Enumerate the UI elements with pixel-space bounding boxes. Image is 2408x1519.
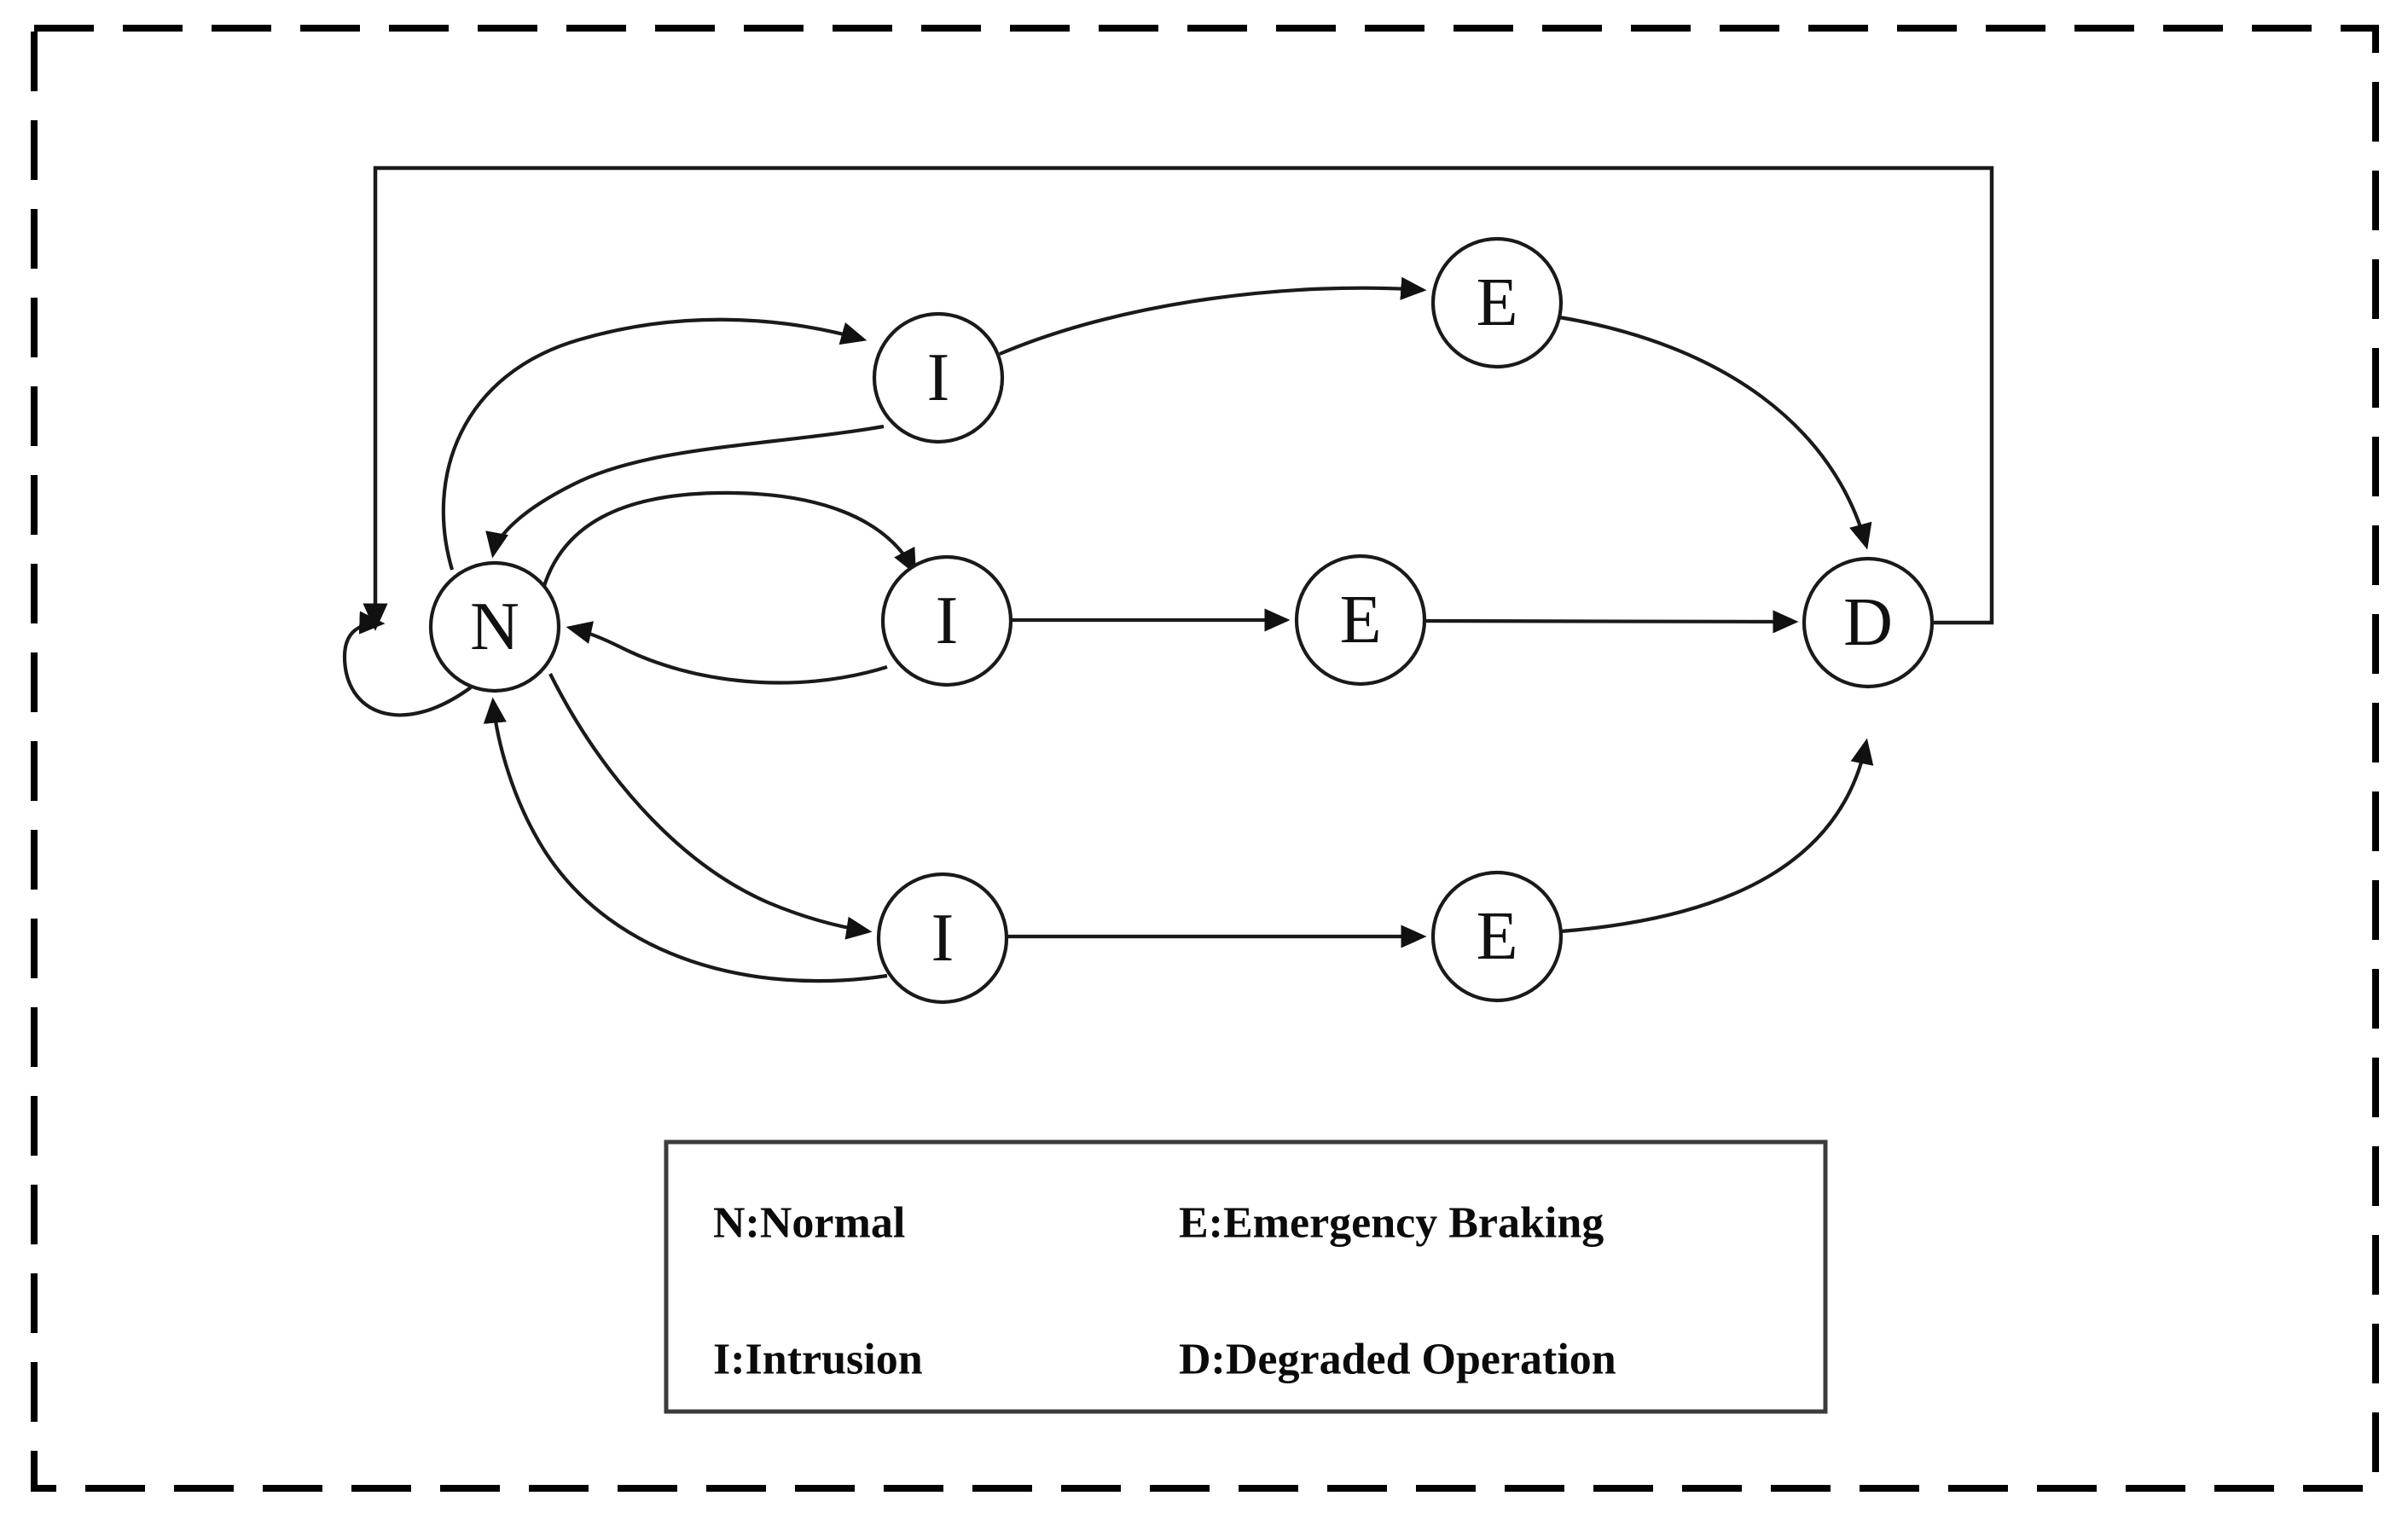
node-d-label: D: [1843, 585, 1893, 660]
edge-n-to-i-mid: [541, 490, 917, 589]
edge-e-bot-to-d: [1560, 738, 1874, 934]
node-i-top[interactable]: I: [872, 311, 1005, 444]
node-e-top-label: E: [1477, 265, 1518, 340]
edge-e-mid-to-d: [1424, 610, 1799, 634]
node-e-bot[interactable]: E: [1430, 870, 1564, 1003]
node-i-mid-label: I: [936, 583, 959, 658]
legend-box: [664, 1139, 1828, 1414]
node-i-bot[interactable]: I: [876, 872, 1009, 1005]
legend: N:Normal E:Emergency Braking I:Intrusion…: [664, 1139, 1828, 1414]
legend-entry-degraded-operation: D:Degraded Operation: [1179, 1336, 1616, 1384]
node-i-mid[interactable]: I: [880, 554, 1013, 687]
node-i-top-label: I: [927, 340, 950, 415]
node-e-mid[interactable]: E: [1294, 554, 1427, 687]
node-e-bot-label: E: [1477, 899, 1518, 974]
edge-i-top-to-e-top: [999, 276, 1427, 356]
edge-d-to-n-feedback: [363, 165, 1994, 631]
outer-dashed-border: [31, 25, 2379, 1492]
node-n-circle[interactable]: [428, 560, 561, 693]
edge-i-top-to-n: [485, 424, 885, 559]
node-e-top[interactable]: E: [1430, 236, 1564, 369]
node-i-top-circle[interactable]: [872, 311, 1005, 444]
node-i-bot-label: I: [931, 901, 954, 976]
edge-n-to-i-bot: [548, 673, 873, 940]
legend-entry-intrusion: I:Intrusion: [713, 1336, 923, 1384]
legend-entry-normal: N:Normal: [713, 1199, 905, 1248]
edge-n-to-i-top: [441, 317, 867, 571]
node-e-top-circle[interactable]: [1430, 236, 1564, 369]
node-n-label: N: [470, 589, 519, 664]
node-n[interactable]: N: [428, 560, 561, 693]
node-d[interactable]: D: [1802, 556, 1935, 689]
edge-n-self-loop: [342, 611, 473, 717]
edge-i-bot-to-n: [483, 697, 888, 983]
edge-i-mid-to-n: [566, 621, 888, 685]
node-i-mid-circle[interactable]: [880, 554, 1013, 687]
node-e-bot-circle[interactable]: [1430, 870, 1564, 1003]
node-e-mid-circle[interactable]: [1294, 554, 1427, 687]
node-e-mid-label: E: [1340, 583, 1382, 658]
node-i-bot-circle[interactable]: [876, 872, 1009, 1005]
legend-entry-emergency-braking: E:Emergency Braking: [1179, 1199, 1604, 1248]
node-d-circle[interactable]: [1802, 556, 1935, 689]
edge-e-top-to-d: [1558, 315, 1872, 550]
